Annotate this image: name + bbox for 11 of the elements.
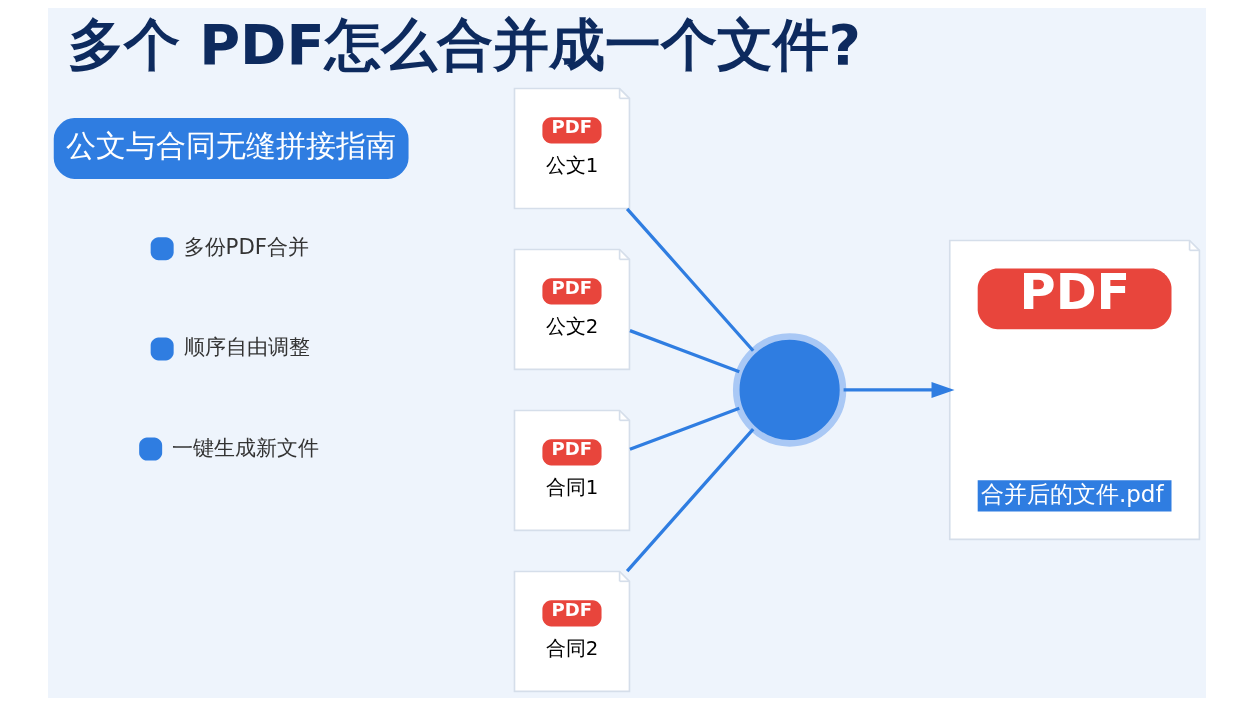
label: 一键生成新文件 bbox=[172, 434, 320, 460]
diagram-title: 多个 PDF怎么合并成一个文件? bbox=[67, 12, 861, 78]
label: 多份PDF合并 bbox=[183, 234, 310, 260]
connector bbox=[625, 428, 755, 573]
node-circle bbox=[732, 333, 847, 447]
label: 公文与合同无缝拼接指南 bbox=[66, 128, 397, 163]
connector bbox=[629, 329, 740, 374]
connector bbox=[629, 406, 740, 451]
arrow bbox=[843, 381, 955, 399]
connector bbox=[625, 207, 755, 352]
label: 顺序自由调整 bbox=[183, 334, 310, 360]
